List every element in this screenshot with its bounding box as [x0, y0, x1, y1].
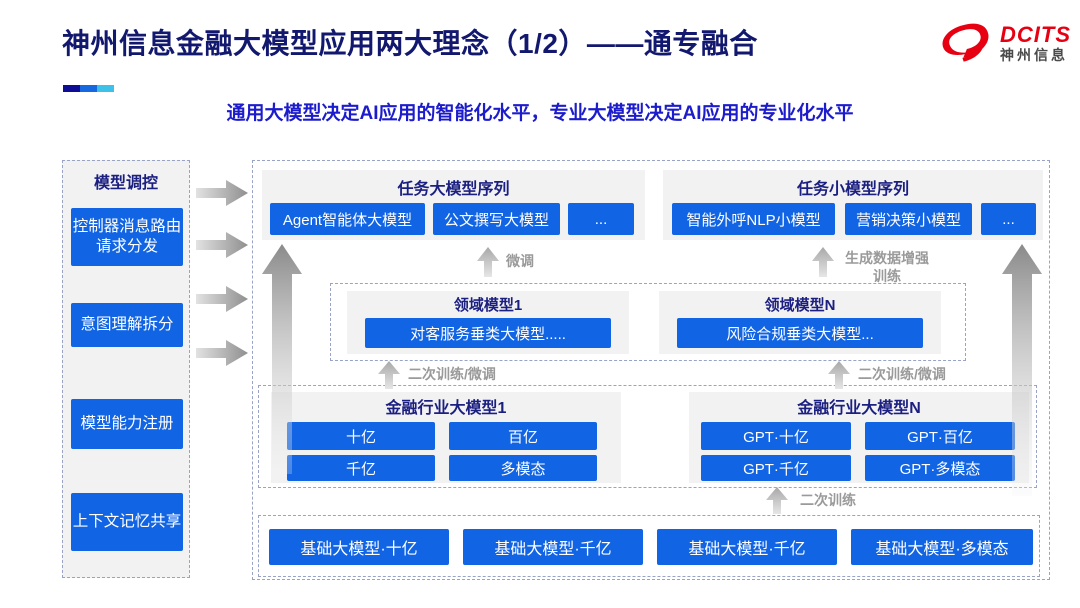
sidebar-title: 模型调控 — [93, 175, 158, 192]
label-retrain: 二次训练 — [800, 492, 856, 508]
right-arrow-icon — [196, 286, 248, 312]
up-arrow-icon — [378, 361, 400, 389]
node-marketing-decision-model: 营销决策小模型 — [845, 203, 972, 235]
node-risk-compliance-model: 风险合规垂类大模型... — [677, 318, 923, 348]
logo-brand-cn-text: 神州信息 — [1000, 47, 1068, 64]
node-agent-large-model: Agent智能体大模型 — [270, 203, 425, 235]
node-gpt-10b: GPT·百亿 — [865, 422, 1015, 450]
group-title: 领域模型1 — [453, 297, 523, 314]
group-title: 领域模型N — [764, 297, 836, 314]
up-arrow-large-icon — [1002, 244, 1042, 496]
up-arrow-icon — [766, 487, 788, 514]
label-retrain-finetune: 二次训练/微调 — [408, 366, 496, 382]
page-subtitle: 通用大模型决定AI应用的智能化水平，专业大模型决定AI应用的专业化水平 — [226, 103, 854, 124]
dcits-logo: DCITS 神州信息 — [938, 20, 1071, 66]
node-gpt-1b: GPT·十亿 — [701, 422, 851, 450]
group-title: 任务小模型序列 — [796, 181, 909, 198]
group-title: 任务大模型序列 — [397, 181, 510, 198]
model-control-panel: 模型调控 控制器消息路由请求分发 意图理解拆分 模型能力注册 上下文记忆共享 — [62, 160, 190, 578]
task-large-model-group: 任务大模型序列 Agent智能体大模型 公文撰写大模型 ... — [262, 170, 645, 240]
node-gpt-multimodal: GPT·多模态 — [865, 455, 1015, 481]
label-generated-data-training: 生成数据增强训练 — [845, 250, 929, 284]
dcits-swirl-icon — [942, 23, 989, 62]
node-base-model-100b: 基础大模型·千亿 — [463, 529, 643, 565]
node-more-ellipsis: ... — [981, 203, 1036, 235]
node-base-model-1b: 基础大模型·十亿 — [269, 529, 449, 565]
node-base-model-100b: 基础大模型·千亿 — [657, 529, 837, 565]
page-title: 神州信息金融大模型应用两大理念（1/2）——通专融合 — [62, 28, 758, 59]
node-nlp-outbound-model: 智能外呼NLP小模型 — [672, 203, 835, 235]
node-100b-params: 千亿 — [287, 455, 435, 481]
right-arrow-icon — [196, 232, 248, 258]
domain-model-1-group: 领域模型1 对客服务垂类大模型..... — [347, 291, 629, 354]
node-multimodal: 多模态 — [449, 455, 597, 481]
up-arrow-icon — [477, 247, 499, 277]
industry-model-n-group: 金融行业大模型N GPT·十亿 GPT·百亿 GPT·千亿 GPT·多模态 — [689, 392, 1029, 483]
node-10b-params: 百亿 — [449, 422, 597, 450]
domain-model-n-group: 领域模型N 风险合规垂类大模型... — [659, 291, 941, 354]
node-customer-service-model: 对客服务垂类大模型..... — [365, 318, 611, 348]
sidebar-item-message-routing: 控制器消息路由请求分发 — [71, 208, 183, 266]
sidebar-item-capability-register: 模型能力注册 — [71, 399, 183, 449]
task-small-model-group: 任务小模型序列 智能外呼NLP小模型 营销决策小模型 ... — [663, 170, 1043, 240]
up-arrow-icon — [812, 247, 834, 277]
right-arrow-icon — [196, 340, 248, 366]
base-models-container: 基础大模型·十亿 基础大模型·千亿 基础大模型·千亿 基础大模型·多模态 — [258, 515, 1040, 577]
up-arrow-icon — [828, 361, 850, 389]
sidebar-item-intent-split: 意图理解拆分 — [71, 303, 183, 347]
group-title: 金融行业大模型N — [797, 400, 921, 417]
node-1b-params: 十亿 — [287, 422, 435, 450]
logo-brand-text: DCITS — [1000, 22, 1071, 48]
node-document-writing-model: 公文撰写大模型 — [433, 203, 560, 235]
node-base-model-multimodal: 基础大模型·多模态 — [851, 529, 1033, 565]
label-retrain-finetune: 二次训练/微调 — [858, 366, 946, 382]
sidebar-item-context-memory: 上下文记忆共享 — [71, 493, 183, 551]
group-title: 金融行业大模型1 — [385, 400, 507, 417]
up-arrow-large-icon — [262, 244, 302, 474]
label-fine-tune: 微调 — [506, 253, 534, 269]
node-gpt-100b: GPT·千亿 — [701, 455, 851, 481]
industry-models-container: 金融行业大模型1 十亿 百亿 千亿 多模态 金融行业大模型N GPT·十亿 GP… — [258, 385, 1037, 488]
title-underline — [63, 85, 114, 92]
node-more-ellipsis: ... — [568, 203, 634, 235]
industry-model-1-group: 金融行业大模型1 十亿 百亿 千亿 多模态 — [271, 392, 621, 483]
domain-models-container: 领域模型1 对客服务垂类大模型..... 领域模型N 风险合规垂类大模型... — [330, 283, 966, 361]
right-arrow-icon — [196, 180, 248, 206]
